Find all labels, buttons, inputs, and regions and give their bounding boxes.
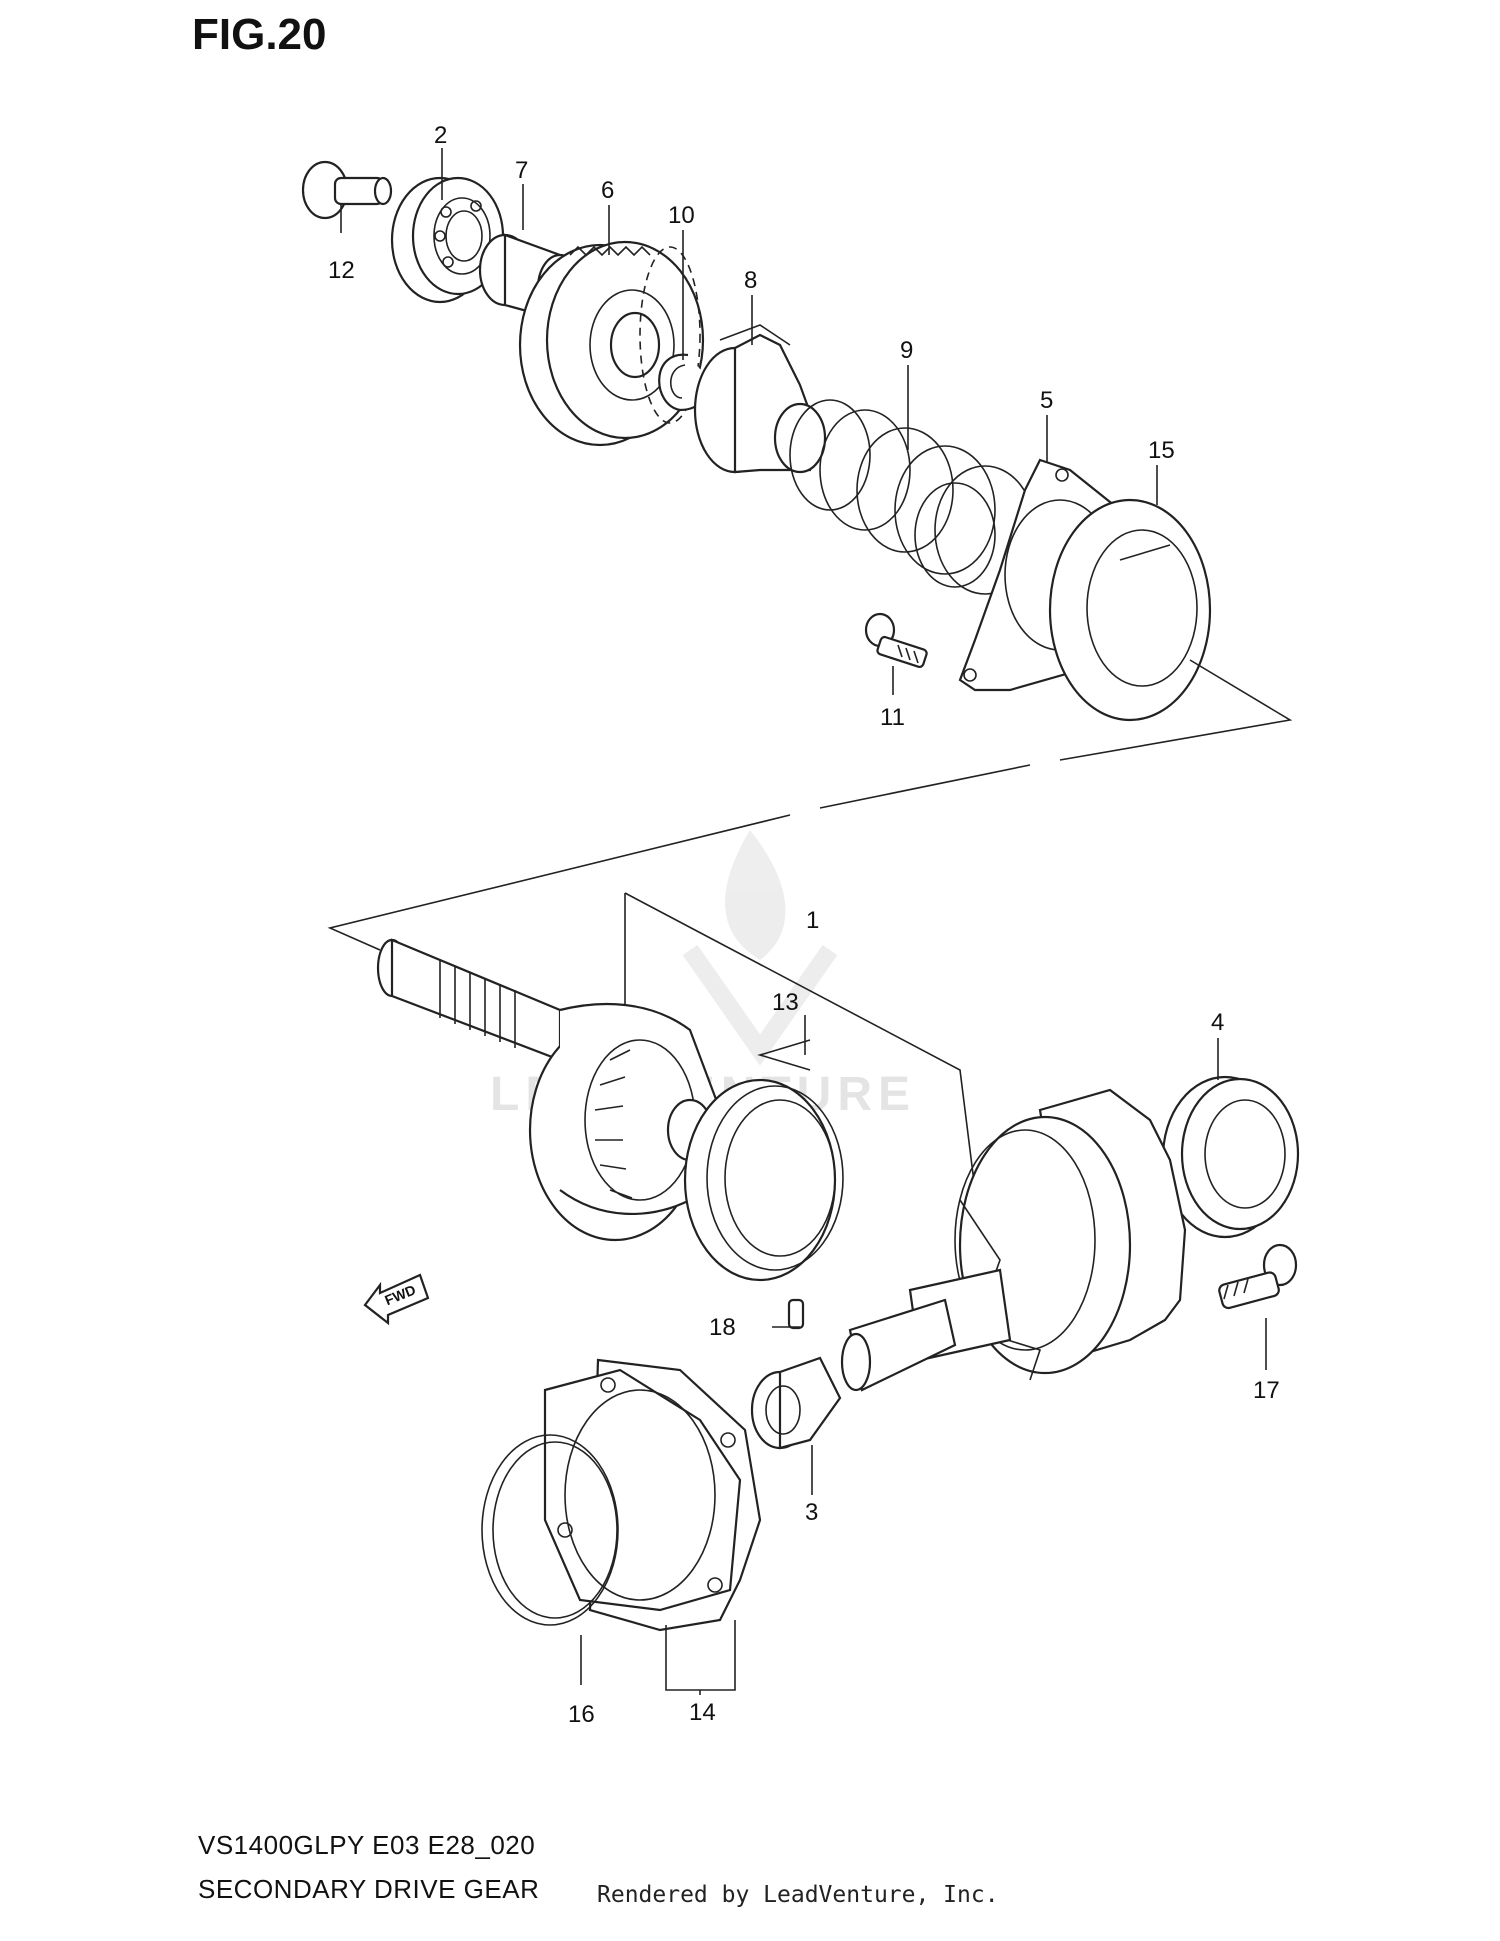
model-code: VS1400GLPY E03 E28_020: [198, 1830, 536, 1860]
callout-18: 18: [709, 1314, 736, 1341]
part-1-pinion-housing: [840, 1088, 1187, 1392]
callout-leaders: [340, 148, 1267, 1695]
callout-7: 7: [515, 157, 528, 184]
part-1-drive-shaft: [376, 938, 722, 1242]
callout-8: 8: [744, 267, 757, 294]
callout-5: 5: [1040, 387, 1053, 414]
callout-15: 15: [1148, 437, 1175, 464]
callout-9: 9: [900, 337, 913, 364]
part-6-gear: [518, 240, 705, 447]
part-2-bearing: [390, 176, 505, 304]
part-9-spring: [789, 399, 1036, 595]
part-16-o-ring: [481, 1434, 619, 1626]
callout-2: 2: [434, 122, 447, 149]
part-17-bolt: [1218, 1243, 1298, 1310]
figure-title: FIG.20: [192, 10, 327, 59]
part-8-cam: [693, 324, 827, 474]
callout-10: 10: [668, 202, 695, 229]
callout-14: 14: [689, 1699, 716, 1726]
part-12-bolt: [301, 160, 393, 220]
callout-16: 16: [568, 1701, 595, 1728]
part-13-shim: [683, 1078, 844, 1282]
part-11-bolt: [864, 612, 928, 669]
callout-11: 11: [880, 704, 905, 731]
callout-13: 13: [772, 989, 799, 1016]
part-4-oil-seal: [1161, 1075, 1300, 1239]
callout-4: 4: [1211, 1009, 1224, 1036]
callout-3: 3: [805, 1499, 818, 1526]
rendered-by-credit: Rendered by LeadVenture, Inc.: [597, 1882, 999, 1908]
part-3-needle-bearing: [750, 1356, 842, 1450]
callout-6: 6: [601, 177, 614, 204]
callout-12: 12: [328, 257, 355, 284]
part-15-shim: [1048, 498, 1212, 722]
callout-17: 17: [1253, 1377, 1280, 1404]
part-18-pin: [787, 1298, 805, 1330]
part-14-cover: [543, 1358, 762, 1632]
callout-1: 1: [806, 907, 819, 934]
section-name: SECONDARY DRIVE GEAR: [198, 1874, 540, 1904]
fwd-direction-indicator: FWD: [363, 1273, 430, 1326]
